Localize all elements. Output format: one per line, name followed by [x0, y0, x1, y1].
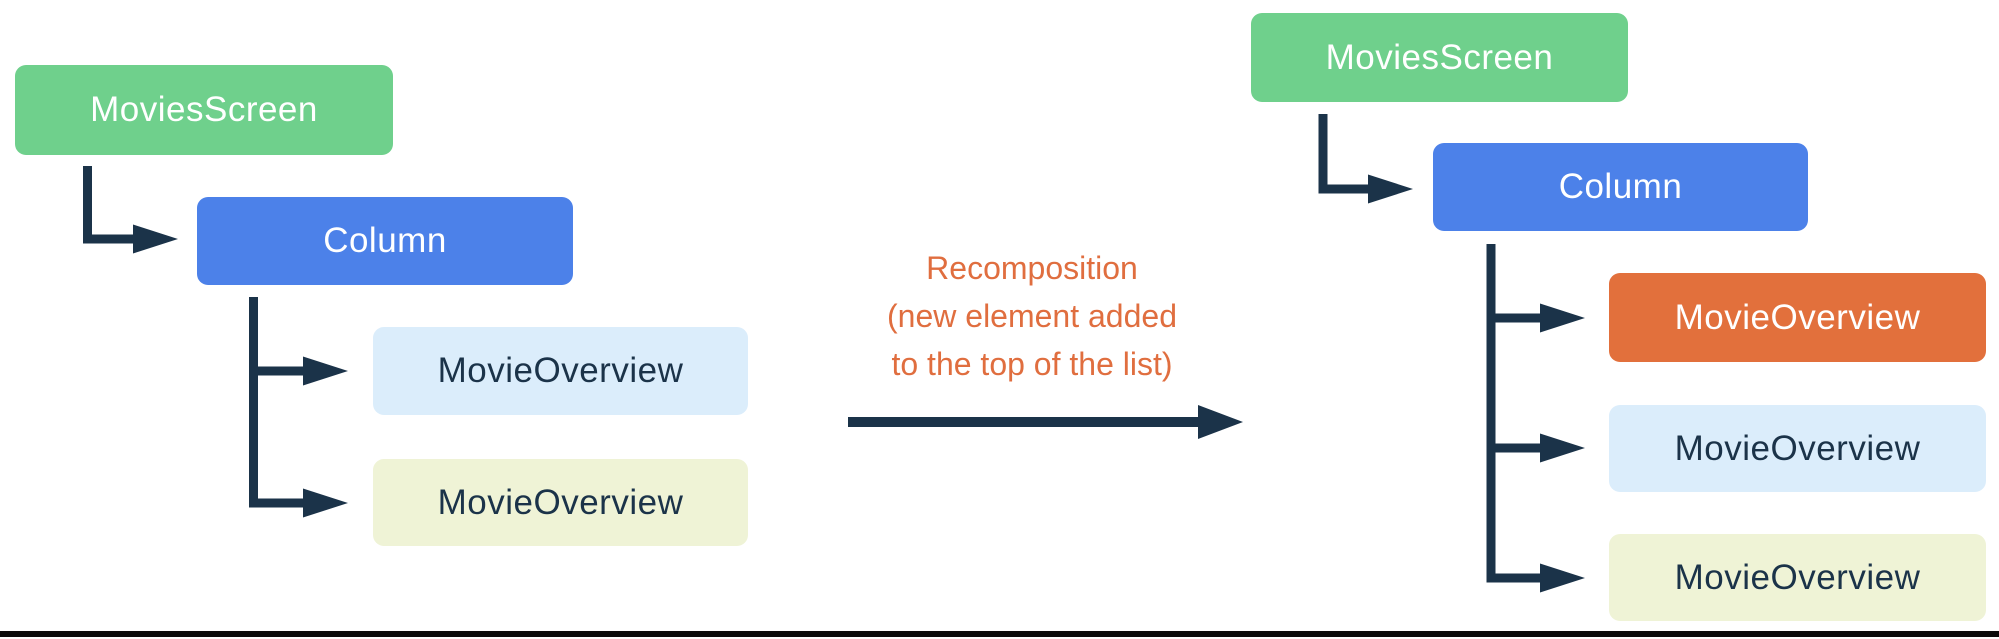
right-arrowhead-movieoverview-2-icon: [1540, 433, 1585, 463]
left-arrowhead-movieoverview-2-icon: [303, 488, 348, 518]
right-arrowhead-movieoverview-3-icon: [1540, 563, 1585, 593]
left-arrowhead-movieoverview-1-icon: [303, 356, 348, 386]
right-arrowhead-column-icon: [1368, 174, 1413, 204]
transition-caption-line-2: (new element added: [887, 298, 1177, 334]
transition-caption-line-3: to the top of the list): [891, 346, 1173, 382]
left-connector-moviesscreen-column: [83, 166, 133, 244]
left-tree-node-moviesscreen: MoviesScreen: [15, 65, 393, 155]
left-tree-node-movieoverview-2: MovieOverview: [373, 459, 748, 546]
right-tree-node-movieoverview-3: MovieOverview: [1609, 534, 1986, 621]
right-tree-node-movieoverview-new: MovieOverview: [1609, 273, 1986, 362]
left-tree-node-column: Column: [197, 197, 573, 285]
right-tree-node-column: Column: [1433, 143, 1808, 231]
right-arrowhead-movieoverview-1-icon: [1540, 303, 1585, 333]
transition-arrowhead-icon: [1198, 405, 1243, 439]
left-arrowhead-column-icon: [133, 224, 178, 254]
right-tree-node-movieoverview-2: MovieOverview: [1609, 405, 1986, 492]
right-tree-node-moviesscreen: MoviesScreen: [1251, 13, 1628, 102]
right-connector-moviesscreen-column: [1318, 114, 1368, 194]
transition-caption: Recomposition (new element added to the …: [782, 244, 1282, 388]
transition-caption-line-1: Recomposition: [926, 250, 1138, 286]
left-tree-node-movieoverview-1: MovieOverview: [373, 327, 748, 415]
bottom-rule: [0, 631, 1999, 637]
